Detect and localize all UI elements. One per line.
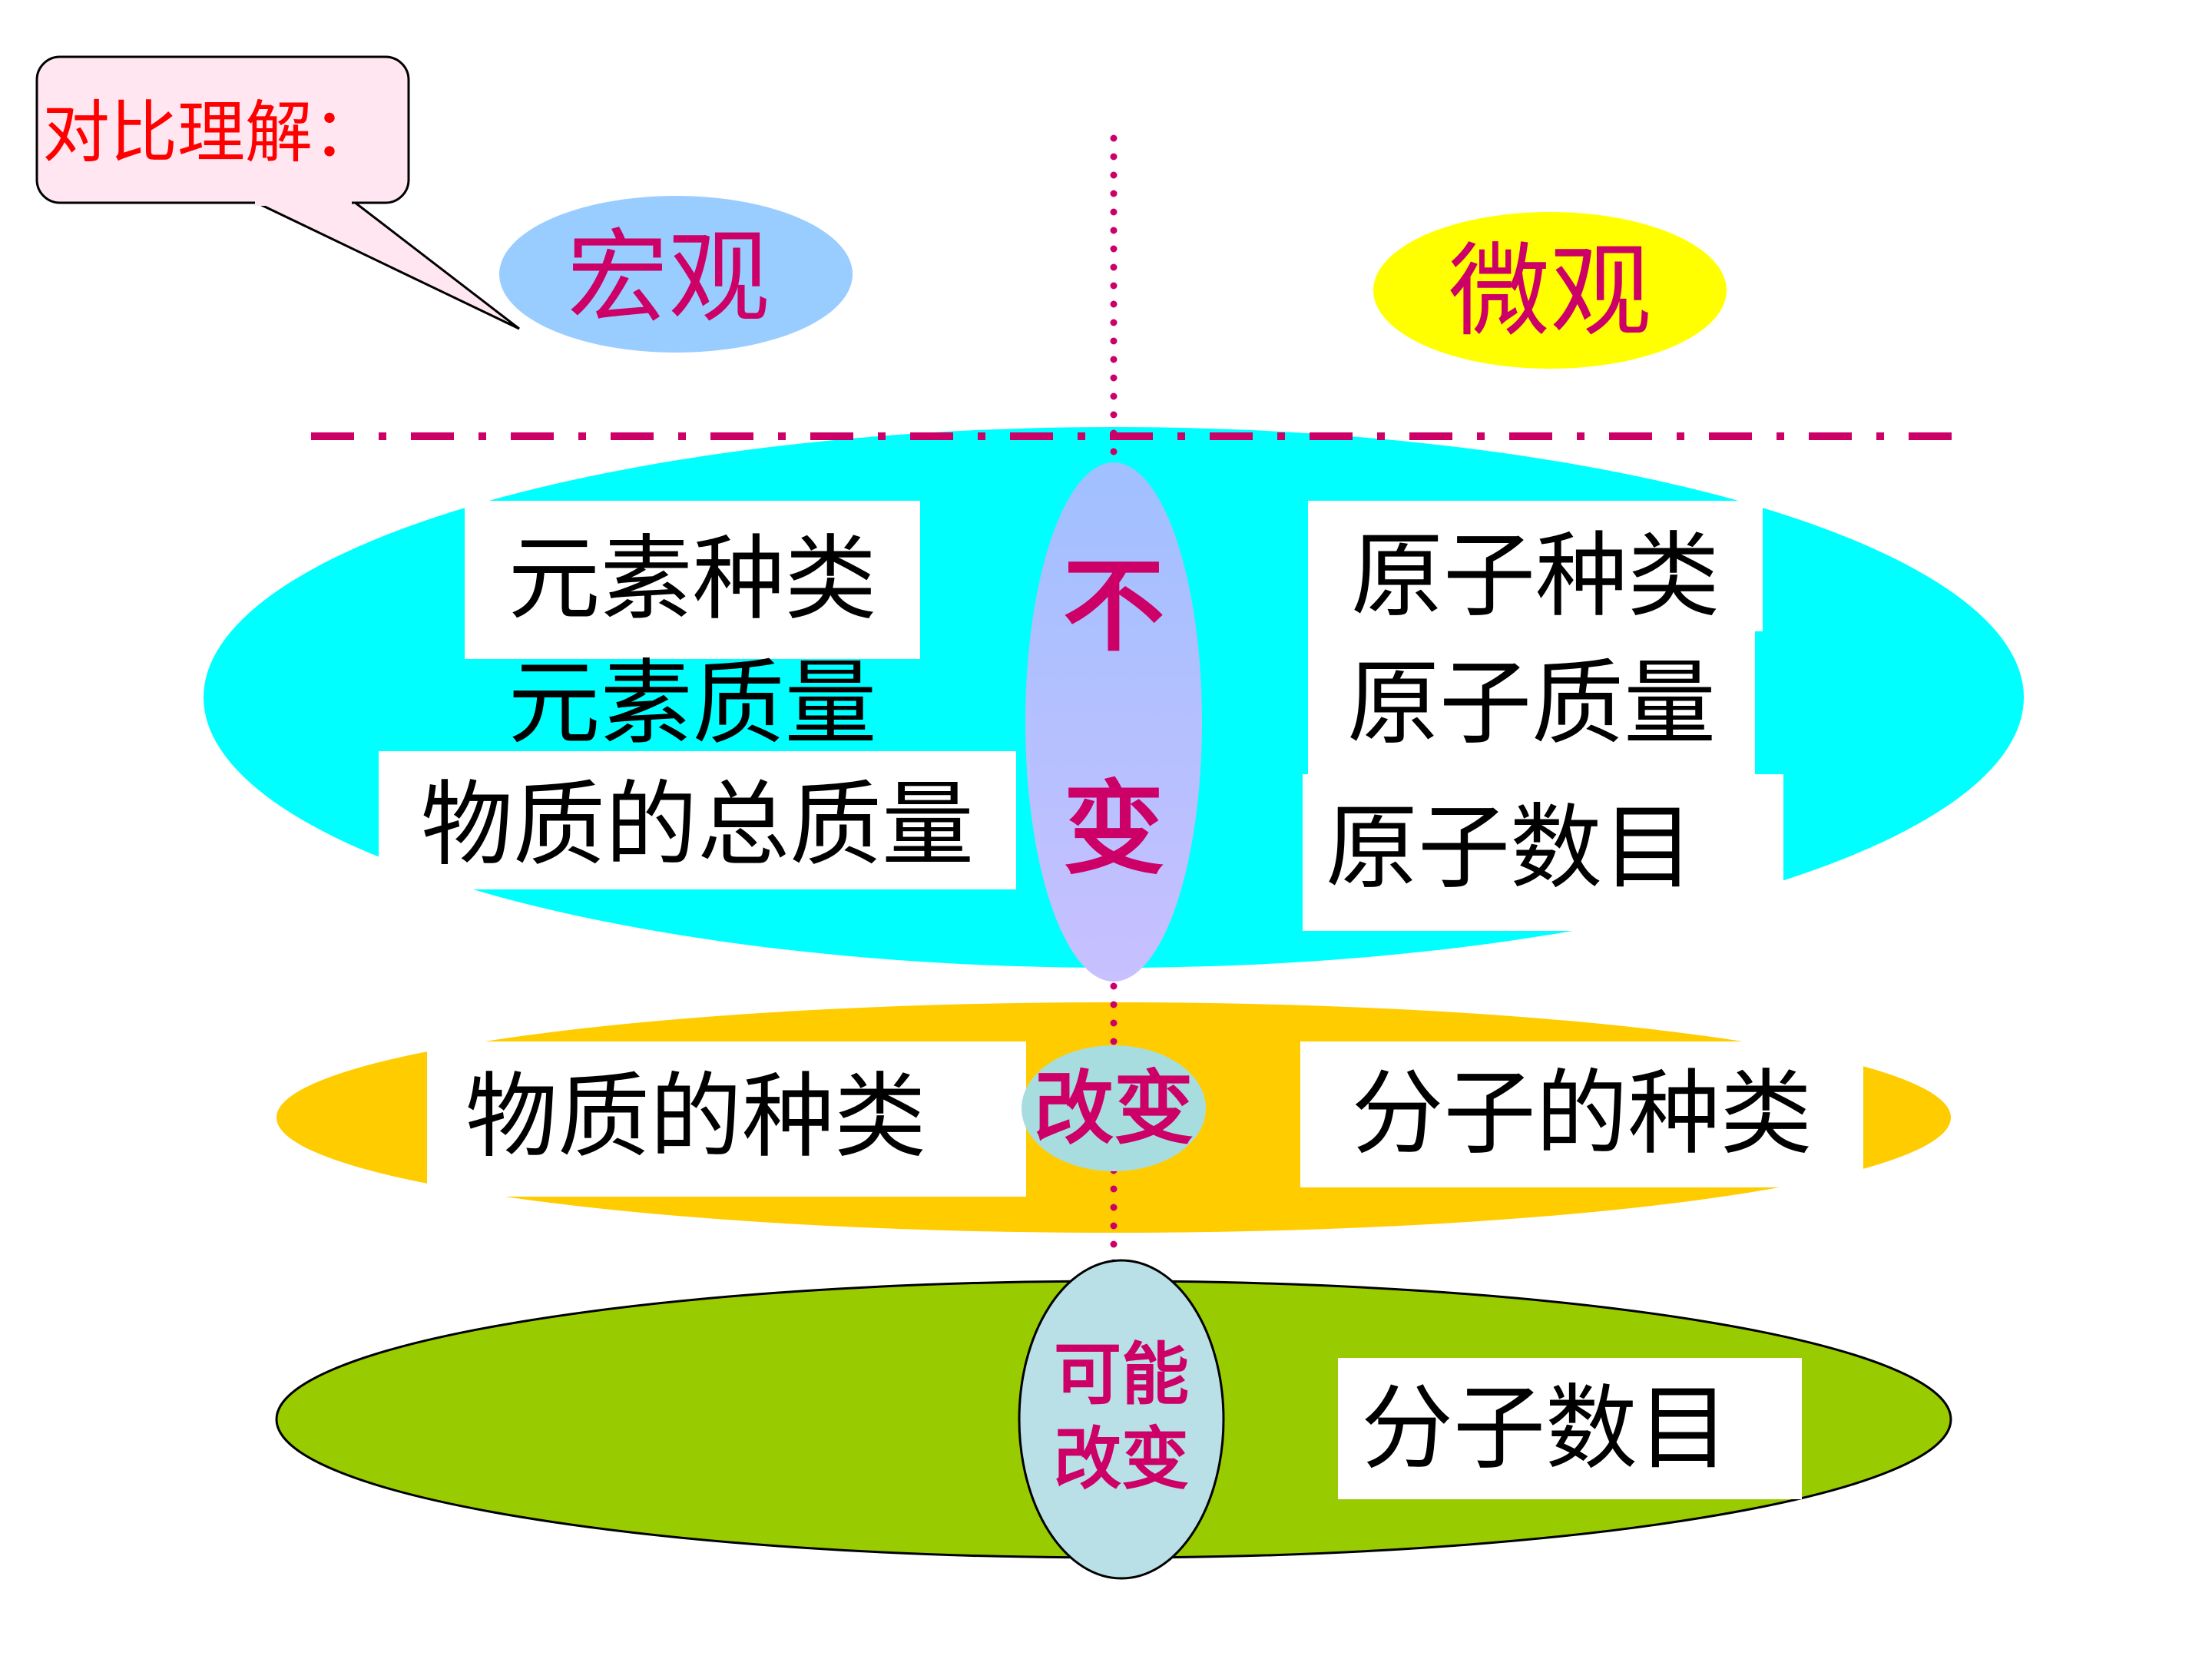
center-changed-label: 改变: [1033, 1061, 1194, 1155]
box-atom-mass: [1308, 630, 1755, 776]
box-total-mass: [379, 751, 1016, 889]
box-element-kind: [465, 501, 920, 659]
label-atom-kind: 原子种类: [1351, 523, 1720, 630]
box-substance-kind: [427, 1041, 1026, 1197]
center-maybe-oval: [1018, 1259, 1225, 1580]
micro-header: 微观: [1449, 233, 1651, 351]
callout-box: [35, 55, 410, 204]
box-atom-kind: [1308, 501, 1763, 631]
label-substance-kind: 物质的种类: [465, 1064, 926, 1171]
box-molecule-count: [1338, 1358, 1802, 1499]
callout-pointer: [253, 200, 520, 330]
box-atom-count: [1303, 774, 1783, 931]
macro-header: 宏观: [567, 219, 770, 337]
callout-text: 对比理解：: [42, 93, 381, 172]
center-unchanged-bottom: 变: [1063, 770, 1164, 889]
label-total-mass: 物质的总质量: [421, 772, 974, 879]
box-molecule-kind: [1300, 1041, 1863, 1187]
center-maybe-top: 可能: [1053, 1335, 1189, 1414]
center-unchanged-oval: [1025, 462, 1202, 982]
micro-ellipse: [1373, 212, 1727, 369]
label-element-kind: 元素种类: [508, 526, 877, 633]
center-unchanged-top: 不: [1063, 548, 1164, 666]
label-molecule-count: 分子数目: [1361, 1376, 1730, 1482]
center-maybe-bottom: 改变: [1053, 1419, 1189, 1498]
label-atom-mass: 原子质量: [1347, 651, 1716, 757]
center-changed-oval: [1022, 1045, 1206, 1171]
macro-ellipse: [499, 196, 853, 353]
label-atom-count: 原子数目: [1326, 795, 1694, 902]
label-molecule-kind: 分子的种类: [1351, 1061, 1813, 1167]
label-element-mass: 元素质量: [508, 651, 877, 757]
